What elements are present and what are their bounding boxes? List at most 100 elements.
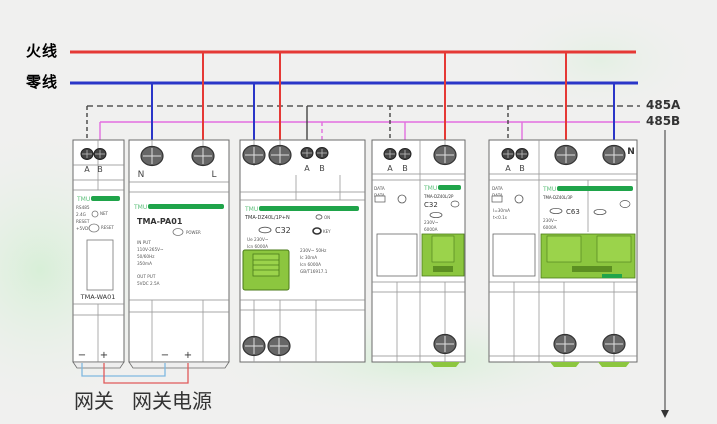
key-label: KEY [323,229,331,234]
power-model: TMA-PA01 [137,217,183,226]
breaker1-rating: C32 [275,226,291,235]
terminal-b-label: B [97,165,103,174]
spec-line-3: +5VDC [76,226,91,231]
breaker3-a-screw [501,148,515,160]
spec-line-1: 6000A [424,227,438,232]
terminal-n-label: N [138,170,145,180]
breaker2-b-label: B [402,164,408,173]
breaker3-out-l-screw [553,333,577,355]
breaker3-n-screw [602,144,626,166]
breaker2-out-screw [433,333,457,355]
spec-line-2: 50/60Hz [137,254,155,259]
breaker2-foot [430,362,460,367]
breaker2-a-screw [383,148,397,160]
aux-indicator-icon [374,195,386,203]
breaker3-model: TMA-DZ40L/3P [542,195,573,200]
breaker3-b-screw [515,148,529,160]
breaker2-oval-icon [429,211,443,218]
spec-line-0: IN PUT [137,240,151,245]
breaker3-aux-indicator-icon [491,195,503,203]
breaker3-n-label: N [627,147,635,157]
breaker3-oval2-icon [593,208,607,215]
breaker1-out-l-screw [267,335,291,357]
breaker1-l-screw [268,144,292,166]
breaker1-b-label: B [319,164,325,173]
brand-logo: TMU [542,186,556,193]
breaker3-specs: 230V~6000A [543,218,558,230]
gateway-plus-label: + [100,350,108,361]
live-wire-label: 火线 [26,42,59,60]
breaker3-out-n-screw [602,333,626,355]
power-brand: TMU [133,204,224,211]
breaker3-aux-window [492,233,536,277]
down-arrow-icon [661,410,669,418]
breaker3-b-label: B [519,164,525,173]
reset-label: RESET [101,225,114,230]
terminal-l-screw [191,145,215,167]
breaker2-rating: C32 [424,201,438,209]
spec-line-0: DATA [492,186,503,191]
terminal-a-screw [80,148,94,160]
on-led-icon [315,214,323,220]
breaker1-b-screw [315,147,329,159]
spec-line-0: OUT PUT [137,274,156,279]
bottom-wires [81,363,189,384]
spec-line-1: DATA [492,193,503,198]
reset-button-icon [88,223,100,233]
breaker2-specs: 230V~6000A [424,220,439,232]
rating-oval-icon [258,226,272,234]
spec-line-1: t<0.1s [493,215,507,220]
breaker2-brand: TMU [423,185,461,192]
brand-bar [259,206,359,211]
breaker3-test-strip [602,274,622,278]
breaker1-n-screw [242,144,266,166]
terminal-l-label: L [211,170,216,180]
aux-window [376,233,418,277]
power-minus-label: − [161,350,169,361]
dc-positive-wire [103,363,189,384]
gateway-brand: TMU [76,196,120,203]
spec-line-1: 5VDC 2.5A [137,281,160,286]
breaker2-lever-handle [431,235,455,263]
gateway-model: TMA-WA01 [80,293,116,301]
breaker3-foot-r [598,362,630,367]
breaker3-leak-specs: I=30mA t<0.1s [493,208,510,220]
spec-line-3: GB/T16917.1 [300,269,328,274]
breaker1-out-n-screw [242,335,266,357]
breaker3-aux-led-icon [514,194,524,204]
brand-bar [91,196,120,201]
breaker3-lever-handle-l [546,235,582,263]
spec-line-1: 110V-265V~ [137,247,164,252]
breaker3-rating: C63 [566,208,580,216]
spec-line-0: DATA [374,186,385,191]
breaker1-a-screw [300,147,314,159]
breaker3-l-screw [554,144,578,166]
brand-bar [438,185,461,190]
terminal-b-screw [93,148,107,160]
brand-logo: TMU [423,185,437,192]
breaker1-a-label: A [304,164,310,173]
power-foot [128,361,230,369]
spec-line-2: Icn 6000A [300,262,321,267]
brand-logo: TMU [244,206,258,213]
gateway-power-label: 网关电源 [132,389,212,413]
gateway-foot [72,361,125,369]
gateway-minus-label: − [78,350,86,361]
output-specs: OUT PUT 5VDC 2.5A [137,274,160,286]
breaker3-brand: TMU [542,186,633,193]
brand-logo: TMU [133,204,147,211]
on-led-label: ON [324,215,330,220]
power-led-icon [172,228,184,236]
spec-line-0: I=30mA [493,208,510,213]
spec-line-1: 6000A [543,225,557,230]
spec-line-0: 230V~ 50Hz [300,248,327,253]
spec-line-2: RESET [76,219,90,224]
breaker2-model: TMA-DZ40L/2P [423,194,454,199]
